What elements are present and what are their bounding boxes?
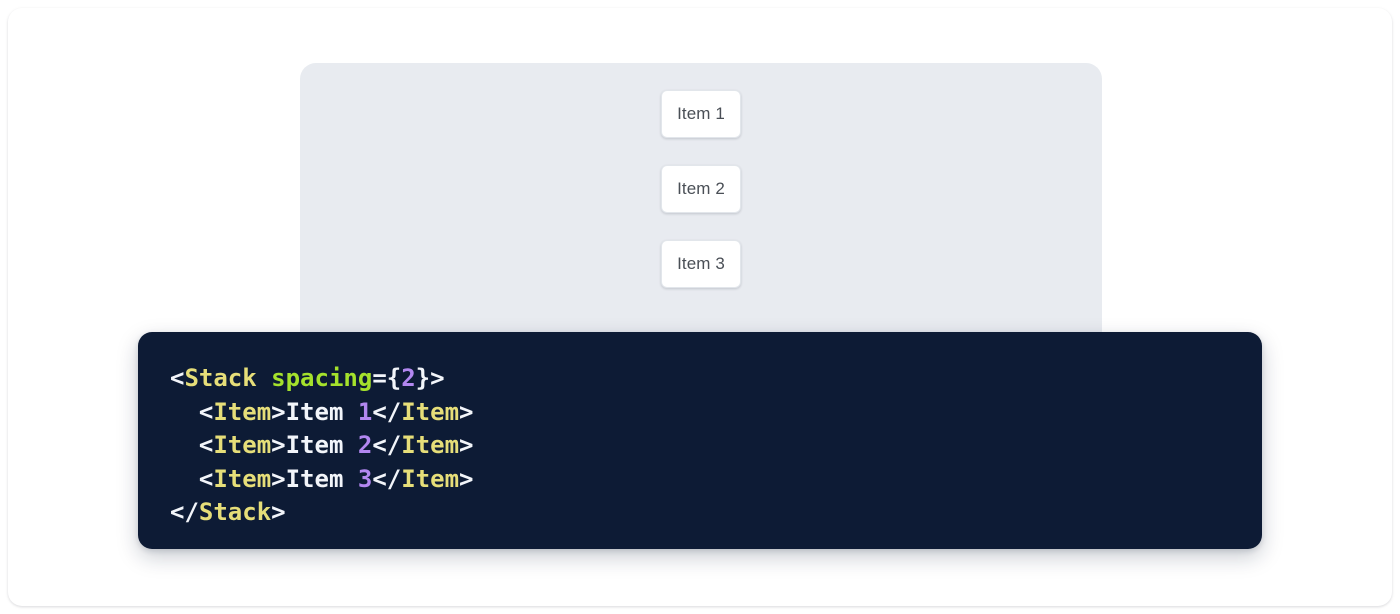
- code-token-punct: ={: [372, 364, 402, 392]
- code-token-num: 2: [401, 364, 416, 392]
- code-token-tag: Item: [213, 431, 272, 460]
- stack-item[interactable]: Item 1: [661, 90, 741, 138]
- code-snippet-block: <Stack spacing={2}> <Item>Item 1</Item> …: [138, 332, 1262, 549]
- code-token-text: Item: [285, 397, 358, 426]
- code-snippet-text: <Stack spacing={2}> <Item>Item 1</Item> …: [170, 362, 1262, 530]
- code-token-tag: Item: [401, 431, 460, 460]
- code-token-punct: >: [271, 498, 286, 527]
- code-token-tag: Stack: [184, 364, 257, 392]
- stack-item[interactable]: Item 2: [661, 165, 741, 213]
- stack-container: Item 1 Item 2 Item 3: [300, 90, 1102, 288]
- code-token-punct: </: [372, 464, 402, 493]
- code-line: <Item>Item 1</Item>: [170, 397, 474, 426]
- code-token-tag: Stack: [198, 498, 272, 527]
- code-token-punct: <: [198, 431, 214, 460]
- component-preview-panel: Item 1 Item 2 Item 3: [300, 63, 1102, 353]
- code-line: </Stack>: [170, 498, 286, 526]
- code-token-attr: spacing: [271, 364, 373, 392]
- code-token-punct: <: [198, 397, 214, 426]
- code-token-tag: Item: [401, 464, 460, 493]
- stack-item[interactable]: Item 3: [661, 240, 741, 288]
- code-token-punct: </: [170, 498, 199, 527]
- code-token-punct: }>: [415, 364, 445, 392]
- code-token-text: Item: [285, 464, 358, 493]
- code-line: <Item>Item 2</Item>: [170, 431, 474, 460]
- stack-item-label: Item 3: [677, 254, 725, 273]
- stack-item-label: Item 2: [677, 179, 725, 198]
- stack-item-label: Item 1: [677, 104, 725, 123]
- code-token-punct: </: [372, 431, 402, 460]
- code-token-punct: [257, 364, 271, 392]
- code-token-num: 3: [357, 464, 373, 493]
- code-token-num: 2: [357, 431, 373, 460]
- code-token-punct: >: [271, 431, 286, 460]
- code-token-punct: <: [170, 364, 185, 392]
- code-token-tag: Item: [213, 464, 272, 493]
- code-line: <Item>Item 3</Item>: [170, 464, 474, 493]
- code-token-punct: >: [459, 431, 474, 460]
- code-token-punct: >: [459, 397, 474, 426]
- code-token-punct: </: [372, 397, 402, 426]
- code-token-punct: >: [459, 464, 474, 493]
- code-token-tag: Item: [213, 397, 272, 426]
- code-token-text: Item: [285, 431, 358, 460]
- code-token-punct: <: [198, 464, 214, 493]
- code-line: <Stack spacing={2}>: [170, 364, 445, 392]
- code-token-num: 1: [357, 397, 373, 426]
- code-token-tag: Item: [401, 397, 460, 426]
- code-token-punct: >: [271, 464, 286, 493]
- code-token-punct: >: [271, 397, 286, 426]
